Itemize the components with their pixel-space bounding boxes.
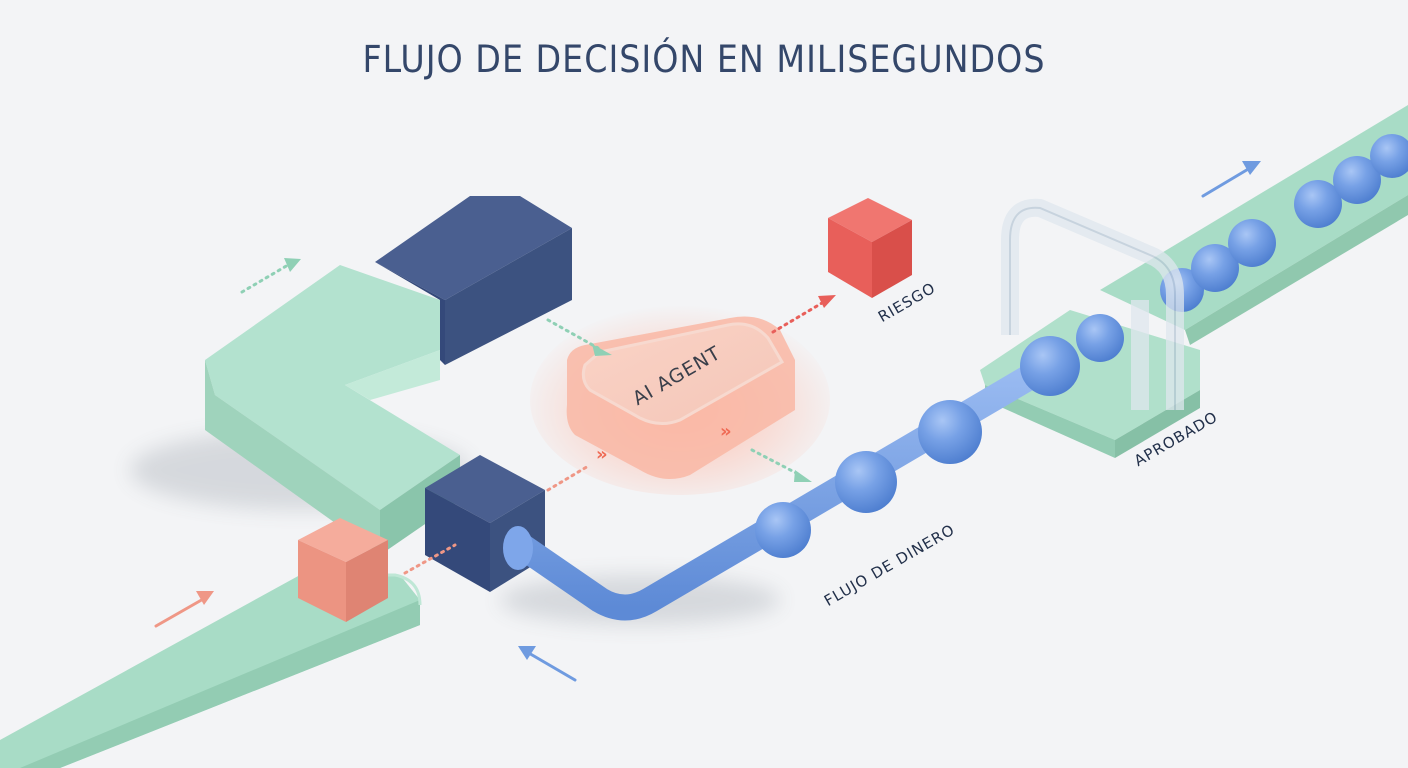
blue-arrow-top-right — [1201, 161, 1261, 198]
navy-block-top — [375, 196, 572, 365]
coral-cube — [298, 518, 388, 622]
blue-arrow-bottom — [518, 646, 577, 682]
mint-dotted-arrow-top-left — [240, 258, 301, 294]
double-chevron-icon: » — [596, 444, 608, 465]
double-chevron-icon: » — [720, 421, 732, 442]
red-dotted-arrow-to-risk — [771, 295, 836, 334]
money-flow-pipe — [503, 352, 1063, 621]
risk-cube — [828, 198, 912, 298]
approval-glass-gate — [1001, 198, 1184, 410]
mint-dotted-arrow-to-agent — [546, 318, 612, 356]
mint-rail-bottom-left — [0, 573, 422, 768]
coral-arrow-bottom-left — [154, 591, 214, 628]
mint-dotted-arrow-to-pipe — [750, 448, 812, 482]
money-balls — [755, 134, 1408, 558]
coral-dotted-arrow-to-agent — [403, 463, 592, 575]
page-title: FLUJO DE DECISIÓN EN MILISEGUNDOS — [362, 38, 1046, 81]
mint-l-block — [205, 265, 460, 555]
